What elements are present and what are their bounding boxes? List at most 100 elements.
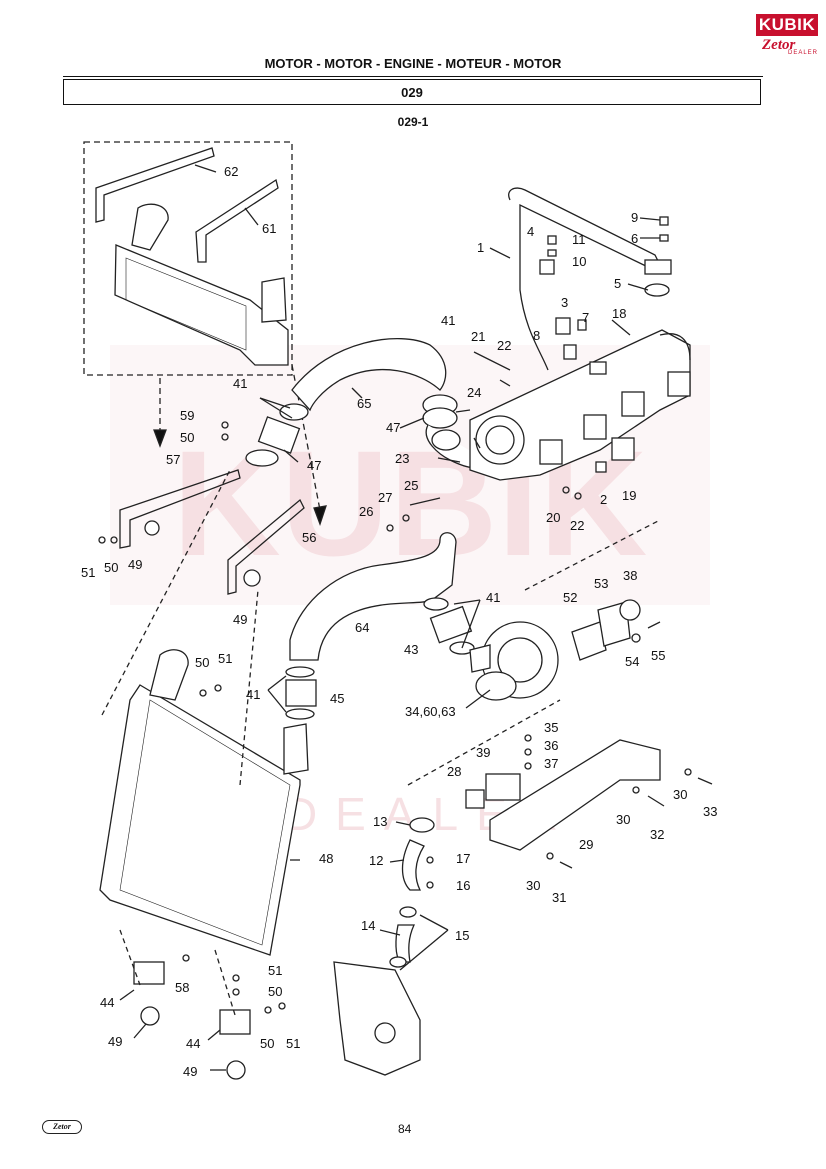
leader-44-right [207,1029,221,1041]
callout-52: 52 [563,590,577,605]
pipe-1 [508,187,661,371]
callout-41-mid: 41 [486,590,500,605]
gasket-39 [485,773,521,801]
intercooler-outlet [283,723,309,775]
leader-65 [351,387,363,399]
callout-24: 24 [467,385,481,400]
kubik-zetor-logo: KUBIK Zetor DEALER [756,14,818,56]
footer-zetor-logo: Zetor [42,1120,82,1134]
bracket-62 [95,147,215,223]
bolt-33 [697,777,713,785]
callout-44-right: 44 [186,1036,200,1051]
gasket-52 [571,621,607,661]
leader-47-upper [399,417,425,429]
callout-2: 2 [600,492,607,507]
group-number-box: 029 [63,79,761,105]
leader-41-lower-b [267,689,287,713]
washer-6 [659,234,669,242]
callout-41-top: 41 [441,313,455,328]
callout-1: 1 [477,240,484,255]
clamp-45-lower [285,708,315,720]
callout-31: 31 [552,890,566,905]
gasket-19 [611,437,635,461]
logo-dealer-text: DEALER [787,50,818,56]
turbo-inlet [469,644,491,673]
nut-51-lower-right [278,1002,286,1010]
gasket-28 [465,789,485,809]
leader-41-left-b [259,397,293,419]
callout-17: 17 [456,851,470,866]
manifold-turbo-port [485,425,515,455]
callout-27: 27 [378,490,392,505]
pipe-65 [291,338,447,412]
nut-51-cooler [214,684,222,692]
callout-49-right: 49 [183,1064,197,1079]
bracket-56 [227,498,305,595]
sensor-3 [555,317,571,335]
callout-10: 10 [572,254,586,269]
callout-51-lower: 51 [268,963,282,978]
bracket-44-left [133,961,165,985]
callout-30-right: 30 [673,787,687,802]
callout-58: 58 [175,980,189,995]
manifold-end [659,333,691,361]
detail-intercooler-core [125,257,247,351]
callout-49-left: 49 [108,1034,122,1049]
engine-block [333,961,421,1076]
pipe-1-flange [644,259,672,275]
plug-2 [595,461,607,473]
callout-47-upper: 47 [386,420,400,435]
callout-5: 5 [614,276,621,291]
callout-12: 12 [369,853,383,868]
subgroup-label: 029-1 [397,115,429,129]
washer-27 [402,514,410,522]
detail-pipe-inlet [131,203,169,251]
logo-kubik-text: KUBIK [756,14,818,36]
callout-64: 64 [355,620,369,635]
bolt-59 [221,421,229,429]
callout-13: 13 [373,814,387,829]
clamp-left-2 [245,449,279,467]
bolt-31 [559,861,573,869]
washer-10 [547,249,557,257]
turbo-inner [497,637,543,683]
callout-36: 36 [544,738,558,753]
bolt-11 [547,235,557,245]
clamp-15-upper [399,906,417,918]
pipe-12 [401,839,425,891]
callout-50-lower-right: 50 [260,1036,274,1051]
callout-15: 15 [455,928,469,943]
leader-41-mid-b [461,599,481,649]
header-divider [63,76,763,77]
pipe-64 [289,532,457,661]
callout-38: 38 [623,568,637,583]
leader-56-cooler [239,589,259,786]
bracket-61 [195,178,279,263]
nut-51-upper [98,536,106,544]
page-title: MOTOR - MOTOR - ENGINE - MOTEUR - MOTOR [264,56,562,71]
detail-pipe-outlet [261,277,287,323]
callout-51-upper: 51 [81,565,95,580]
detail-box [83,141,293,376]
bolt-20 [562,486,570,494]
mount-49-left [140,1006,160,1026]
part-4 [539,259,555,275]
leader-24 [473,437,481,449]
pipe-29 [489,739,661,851]
callout-32: 32 [650,827,664,842]
callout-50-side: 50 [104,560,118,575]
callout-61: 61 [262,221,276,236]
leader-49-left [133,1023,147,1039]
gasket-5 [644,283,670,297]
callout-51-cooler: 51 [218,651,232,666]
leader-manifold [524,519,661,591]
leader-23 [437,457,461,463]
flange-13 [409,817,435,833]
leader-41-mid [453,599,481,605]
callout-45: 45 [330,691,344,706]
callout-30-mid: 30 [616,812,630,827]
leader-cooler-44-left [119,929,141,986]
callout-18: 18 [612,306,626,321]
nut-30-lower [546,852,554,860]
callout-35: 35 [544,720,558,735]
